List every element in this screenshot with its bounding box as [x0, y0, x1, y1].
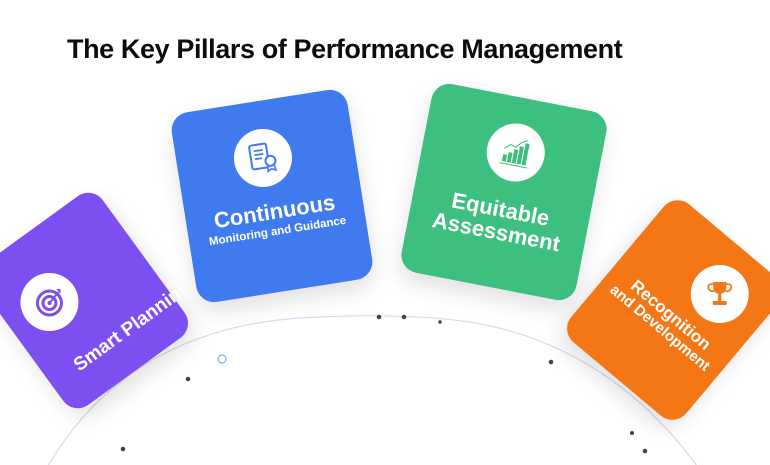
- pillar-card-smart-planning: Smart Planning: [0, 185, 196, 416]
- icon-badge: [20, 272, 79, 331]
- pillar-card-continuous-monitoring: Continuous Monitoring and Guidance: [169, 87, 375, 305]
- bar-chart-icon: [499, 140, 530, 169]
- target-icon: [35, 288, 63, 317]
- page-title: The Key Pillars of Performance Managemen…: [67, 34, 623, 64]
- document-badge-icon: [248, 142, 278, 173]
- pillar-card-recognition-development: Recognition and Development: [559, 192, 770, 428]
- pillar-label-group: Equitable Assessment: [407, 181, 591, 260]
- icon-badge: [690, 265, 749, 324]
- pillar-card-equitable-assessment: Equitable Assessment: [398, 80, 610, 304]
- pillar-label-group: Continuous Monitoring and Guidance: [185, 186, 367, 252]
- icon-badge: [481, 118, 550, 187]
- trophy-icon: [707, 282, 733, 306]
- icon-badge: [229, 124, 297, 192]
